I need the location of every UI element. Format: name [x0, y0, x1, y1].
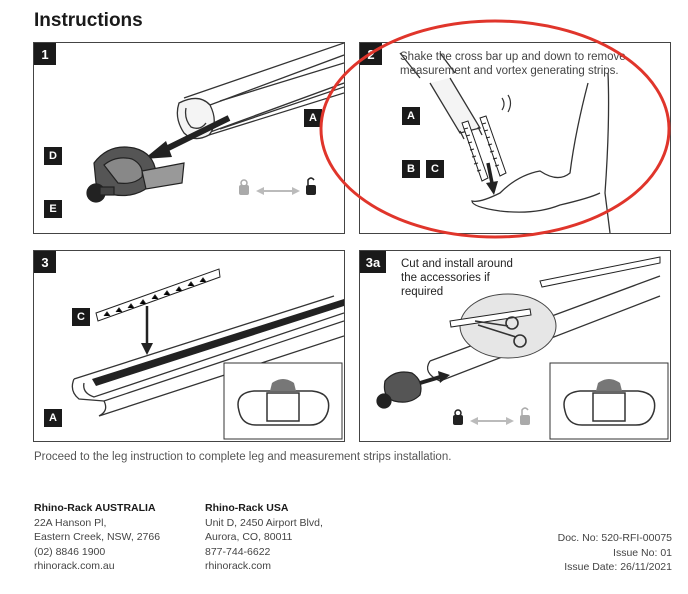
label-d: D [44, 147, 62, 165]
issue-number: Issue No: 01 [613, 546, 672, 559]
label-a: A [44, 409, 62, 427]
label-a: A [402, 107, 420, 125]
panel-step-3a: 3a Cut and install around the accessorie… [359, 250, 671, 442]
panel-step-1: 1 A D E [33, 42, 345, 234]
address-line: Unit D, 2450 Airport Blvd, [205, 516, 323, 529]
website: rhinorack.com.au [34, 560, 115, 572]
panel-step-3: 3 C A [33, 250, 345, 442]
strip-insertion-illustration [71, 268, 344, 440]
footer-instruction: Proceed to the leg instruction to comple… [34, 451, 452, 463]
label-a: A [304, 109, 322, 127]
label-c: C [426, 160, 444, 178]
phone-number: 877-744-6622 [205, 545, 271, 558]
contact-australia: Rhino-Rack AUSTRALIA 22A Hanson Pl, East… [34, 501, 160, 574]
step-number: 2 [360, 43, 382, 65]
address-line: 22A Hanson Pl, [34, 516, 107, 529]
step-3a-instruction: Cut and install around the accessories i… [401, 258, 513, 298]
company-name: Rhino-Rack USA [205, 502, 289, 514]
cut-strip-illustration [376, 256, 669, 440]
label-b: B [402, 160, 420, 178]
company-name: Rhino-Rack AUSTRALIA [34, 502, 156, 514]
doc-number: Doc. No: 520-RFI-00075 [557, 532, 672, 544]
phone-number: (02) 8846 1900 [34, 545, 106, 558]
label-e: E [44, 200, 62, 218]
address-line: Aurora, CO, 80011 [205, 531, 293, 543]
document-info: Doc. No: 520-RFI-00075 Issue No: 01 Issu… [558, 531, 672, 575]
step-2-instruction: Shake the cross bar up and down to remov… [400, 51, 626, 77]
contact-usa: Rhino-Rack USA Unit D, 2450 Airport Blvd… [205, 501, 323, 574]
page-title: Instructions [34, 10, 143, 31]
issue-date: Issue Date: 26/11/2021 [564, 561, 672, 573]
panel-step-2: Shake the cross bar up and down to remov… [359, 42, 671, 234]
website: rhinorack.com [205, 560, 271, 572]
step-number: 1 [34, 43, 56, 65]
crossbar-end-cap-illustration [86, 43, 344, 203]
step-number: 3a [360, 251, 386, 273]
step-number: 3 [34, 251, 56, 273]
label-c: C [72, 308, 90, 326]
address-line: Eastern Creek, NSW, 2766 [34, 531, 161, 543]
